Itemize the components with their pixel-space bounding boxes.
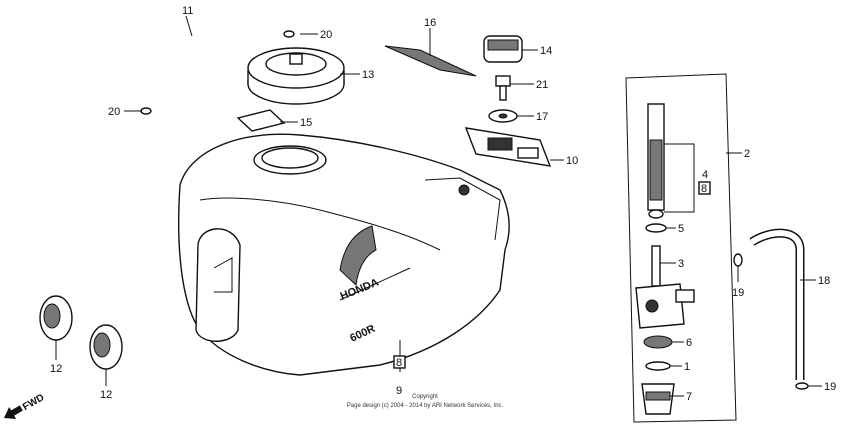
- mark-box-9: 8: [393, 355, 406, 369]
- tube-clip-top: [733, 253, 743, 267]
- mounting-bracket: [464, 127, 552, 167]
- callout-11: 11: [182, 5, 193, 17]
- fuel-valve: [635, 245, 695, 329]
- rubber-strip: [384, 45, 477, 77]
- callout-3: 3: [678, 258, 684, 270]
- leader-lines: [55, 15, 822, 397]
- fuel-cap: [247, 47, 345, 105]
- callout-15: 15: [300, 117, 312, 129]
- damper-right: [89, 324, 123, 370]
- callout-10: 10: [566, 155, 578, 167]
- fwd-arrow: FWD: [4, 392, 46, 420]
- fuel-valve-group-box: [625, 73, 737, 423]
- mark-box-4: 8: [698, 181, 711, 195]
- bolt: [495, 75, 511, 101]
- sediment-cup: [641, 383, 675, 415]
- damper-left: [39, 295, 73, 341]
- callout-19-right: 19: [824, 381, 836, 393]
- o-ring-1: [645, 361, 671, 371]
- callout-17: 17: [536, 111, 548, 123]
- callout-13: 13: [362, 69, 374, 81]
- callout-4: 4: [702, 169, 708, 181]
- callout-6: 6: [686, 337, 692, 349]
- fuel-tube: [749, 228, 805, 380]
- callout-16: 16: [424, 17, 436, 29]
- callout-9: 9: [396, 385, 402, 397]
- callout-18: 18: [818, 275, 830, 287]
- svg-text:8: 8: [701, 183, 707, 195]
- callout-21: 21: [536, 79, 548, 91]
- fuel-tank: HONDA 600R: [178, 133, 510, 376]
- o-ring-5: [645, 223, 667, 233]
- washer: [488, 109, 518, 123]
- caution-label: [236, 109, 286, 132]
- rubber-cushion: [483, 35, 523, 63]
- clip-top: [283, 30, 295, 38]
- callout-20-top: 20: [320, 29, 332, 41]
- callout-20-left: 20: [108, 106, 120, 118]
- copyright-line-2: Page design (c) 2004 - 2014 by ARI Netwo…: [347, 403, 504, 409]
- copyright-line-1: Copyright: [412, 394, 438, 400]
- breather-hose: [146, 16, 298, 109]
- callout-1: 1: [684, 361, 690, 373]
- callout-7: 7: [686, 391, 692, 403]
- svg-text:FWD: FWD: [21, 392, 46, 413]
- svg-text:8: 8: [396, 357, 402, 369]
- callout-5: 5: [678, 223, 684, 235]
- fuel-strainer: [647, 103, 665, 219]
- callout-12-right: 12: [100, 389, 112, 401]
- clip-left: [140, 107, 152, 115]
- callout-12-left: 12: [50, 363, 62, 375]
- callout-19-left: 19: [732, 287, 744, 299]
- callout-2: 2: [744, 148, 750, 160]
- callout-14: 14: [540, 45, 552, 57]
- filter-6: [643, 335, 673, 349]
- tube-clip-bottom: [795, 382, 809, 390]
